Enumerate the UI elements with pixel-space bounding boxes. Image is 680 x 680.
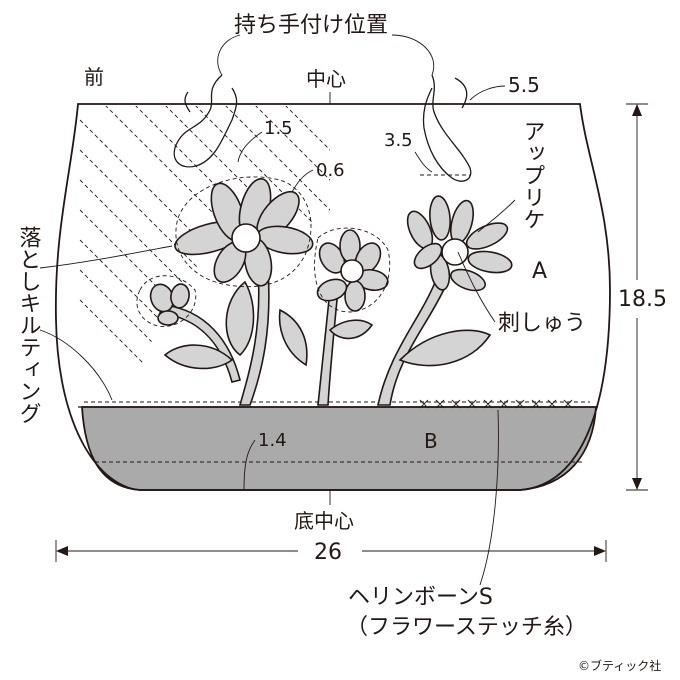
label-5-5: 5.5 (508, 73, 540, 97)
bag-outline (54, 103, 611, 491)
label-0-6: 0.6 (316, 160, 345, 181)
leader-lines (39, 34, 516, 586)
flower-large (174, 177, 314, 287)
label-1-5: 1.5 (264, 118, 293, 139)
label-3-5: 3.5 (384, 130, 413, 151)
label-embroidery: 刺しゅう (498, 311, 586, 336)
bag-body (54, 103, 611, 491)
label-copyright: ©ブティック社 (578, 658, 661, 673)
bottom-band-b (81, 406, 597, 491)
label-1-4: 1.4 (258, 430, 287, 451)
dimension-26 (55, 540, 607, 562)
leaf-5 (398, 329, 492, 367)
applique-flowers (149, 177, 513, 406)
leaf-1 (225, 280, 255, 357)
label-center: 中心 (306, 67, 346, 91)
flower-right (406, 195, 513, 292)
stem-middle (317, 289, 339, 406)
label-thread: （フラワーステッチ糸） (346, 615, 587, 640)
label-applique: アップリケ (520, 120, 545, 230)
leaf-3 (278, 308, 308, 367)
labels: 持ち手付け位置 前 中心 5.5 1.5 3.5 0.6 アップリケ A 刺しゅ… (16, 13, 667, 673)
label-quilting: 落としキルティング (16, 226, 42, 424)
leaf-4 (328, 319, 374, 340)
herringbone-stitch (419, 399, 573, 409)
label-width-26: 26 (314, 540, 342, 565)
label-applique-a: A (532, 259, 547, 284)
label-bottom-center: 底中心 (294, 509, 354, 533)
handle-left (173, 74, 238, 168)
applique-margin (136, 176, 391, 327)
label-front: 前 (84, 65, 104, 89)
label-part-b: B (424, 429, 438, 453)
handle-right (420, 74, 472, 182)
label-18-5: 18.5 (618, 287, 667, 312)
label-handle-position: 持ち手付け位置 (234, 13, 388, 38)
leaf-2 (163, 344, 234, 370)
flower-small (149, 283, 190, 326)
label-herringbone: ヘリンボーンS (348, 585, 493, 610)
dimension-18-5 (626, 103, 648, 491)
flower-middle (316, 229, 389, 312)
